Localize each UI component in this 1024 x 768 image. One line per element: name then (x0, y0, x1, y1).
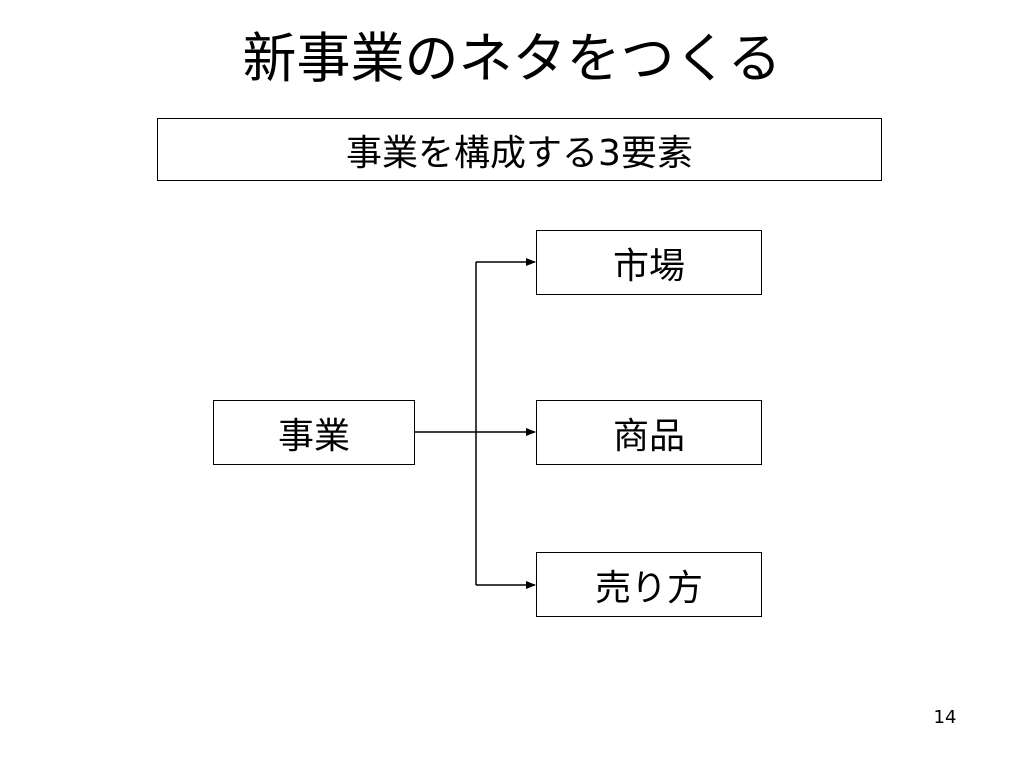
page-number: 14 (933, 707, 957, 728)
node-sales-method: 売り方 (536, 552, 762, 617)
subtitle-text: 事業を構成する3要素 (346, 132, 693, 174)
subtitle-box: 事業を構成する3要素 (157, 118, 882, 181)
node-market-label: 市場 (612, 245, 685, 287)
node-product-label: 商品 (612, 415, 685, 457)
node-market: 市場 (536, 230, 762, 295)
node-product: 商品 (536, 400, 762, 465)
slide-title: 新事業のネタをつくる (242, 27, 782, 90)
node-sales-method-label: 売り方 (594, 567, 703, 609)
node-business-label: 事業 (277, 415, 350, 457)
node-business: 事業 (213, 400, 415, 465)
